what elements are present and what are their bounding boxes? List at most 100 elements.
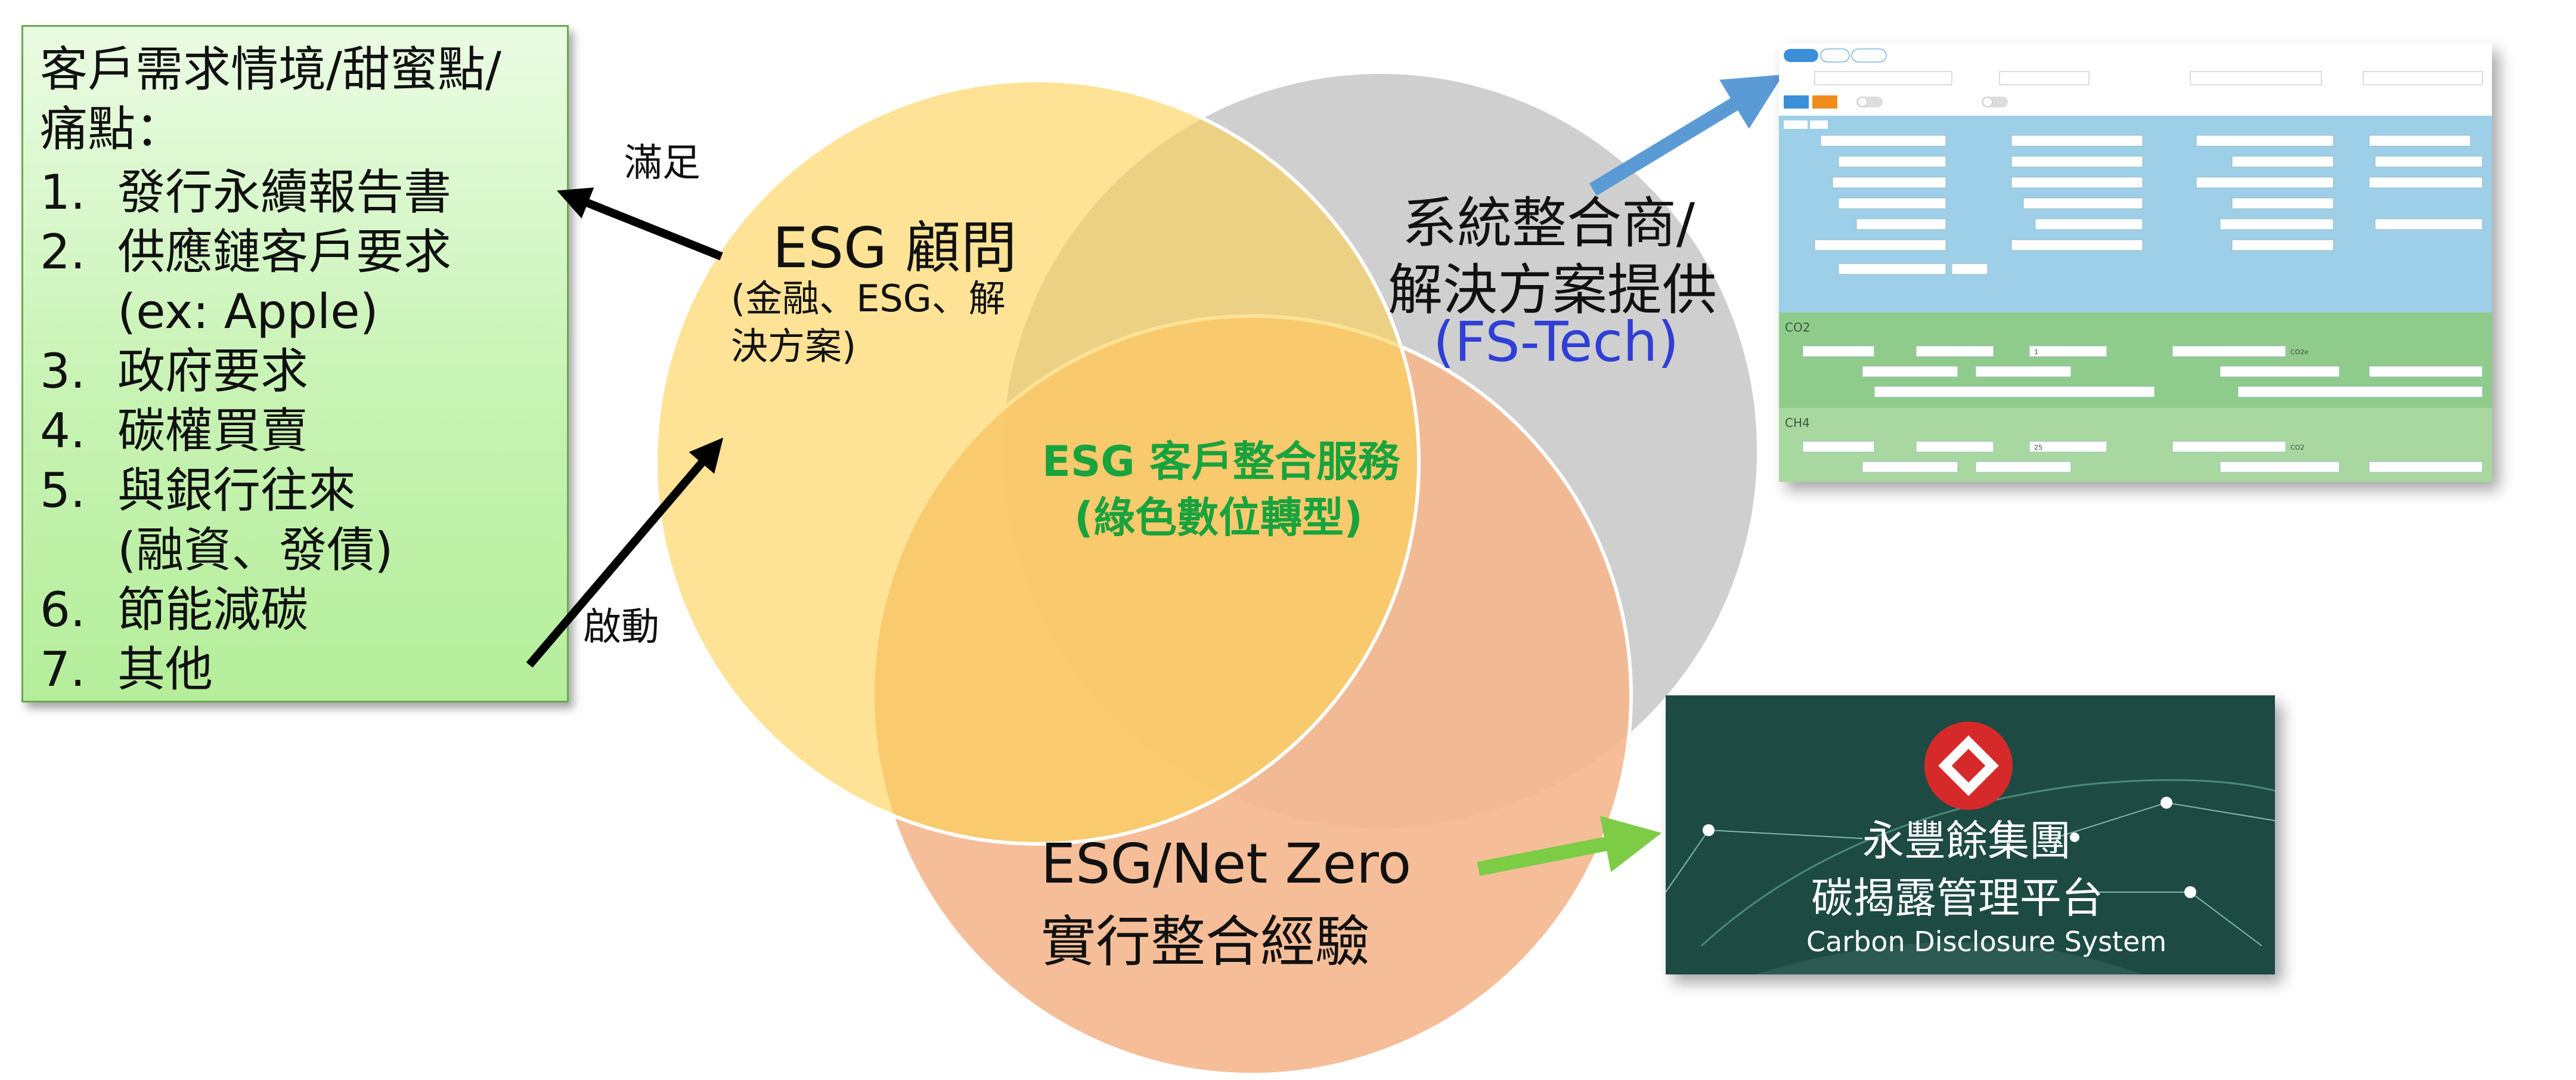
fs-select[interactable]	[1814, 71, 1952, 85]
fs-select[interactable]	[2190, 71, 2322, 85]
need-num: 4.	[40, 403, 86, 459]
fs-input[interactable]	[2231, 197, 2334, 209]
fs-form-mockup: CO2 CO2e 1 CH4 CO2 25	[1779, 48, 2492, 482]
fs-blue-section	[1779, 116, 2492, 312]
fs-input[interactable]	[1838, 156, 1946, 168]
fs-chip	[1784, 120, 1808, 129]
globe-arc	[1755, 942, 2143, 974]
fs-tech-screenshot: CO2 CO2e 1 CH4 CO2 25	[1779, 43, 2492, 482]
fs-tab-2[interactable]	[1820, 48, 1850, 63]
activate-label: 啟動	[583, 605, 659, 649]
fs-input[interactable]	[2374, 218, 2483, 230]
fs-input[interactable]	[2172, 441, 2286, 453]
fs-add-button[interactable]	[1784, 95, 1809, 109]
fs-input[interactable]	[1862, 366, 1958, 377]
need-num: 3.	[40, 344, 86, 399]
fs-input[interactable]	[2029, 345, 2107, 357]
need-text: 其他	[117, 642, 213, 697]
need-text: (ex: Apple)	[117, 284, 379, 339]
needs-title: 客戶需求情境/甜蜜點/ 痛點：	[40, 40, 550, 159]
sinopac-line2: 碳揭露管理平台	[1811, 874, 2103, 923]
fs-input[interactable]	[1802, 345, 1875, 357]
fs-input[interactable]	[2196, 177, 2334, 188]
fs-input[interactable]	[2219, 366, 2340, 377]
fs-input[interactable]	[1951, 263, 1988, 275]
need-item-4: 4. 碳權買賣	[40, 401, 550, 461]
fs-input[interactable]	[2231, 156, 2334, 168]
need-num: 2.	[40, 224, 86, 280]
fs-toggle-knob	[1982, 97, 1993, 107]
fs-input[interactable]	[2011, 177, 2143, 188]
fs-input[interactable]	[2219, 218, 2334, 230]
need-item-2: 2.供應鏈客戶要求	[40, 222, 550, 282]
need-num: 5.	[40, 463, 86, 518]
need-item-5: 5. 與銀行往來	[40, 461, 550, 521]
network-node	[2070, 833, 2079, 842]
fs-tab-3[interactable]	[1851, 48, 1887, 63]
need-item-1: 1.發行永續報告書	[40, 163, 550, 222]
fs-tab-1[interactable]	[1784, 49, 1818, 62]
integrator-line2: 解決方案提供	[1388, 258, 1718, 322]
fs-input[interactable]	[2219, 461, 2340, 473]
fs-input[interactable]	[2196, 135, 2334, 147]
fs-input[interactable]	[2231, 239, 2334, 251]
fs-input[interactable]	[1814, 239, 1946, 251]
needs-title-line1: 客戶需求情境/甜蜜點/	[40, 42, 501, 97]
need-item-5-sub: (融資、發債)	[40, 521, 550, 580]
fs-input[interactable]	[1874, 386, 2155, 398]
fs-input[interactable]	[2172, 345, 2286, 357]
fs-unit-co2e: CO2e	[2290, 348, 2308, 356]
center-line1: ESG 客戶整合服務	[1042, 437, 1400, 486]
fs-toggle-knob	[1857, 97, 1868, 107]
fs-input[interactable]	[2369, 461, 2483, 473]
fs-input[interactable]	[2011, 239, 2143, 251]
need-text: 碳權買賣	[117, 403, 308, 459]
consultant-title: ESG 顧問	[773, 216, 1017, 281]
fs-input[interactable]	[2035, 218, 2143, 230]
fs-ch4-title: CH4	[1785, 416, 1810, 430]
netzero-line2: 實行整合經驗	[1041, 910, 1371, 974]
fs-co2-title: CO2	[1785, 320, 1810, 335]
fs-input[interactable]	[2374, 156, 2483, 168]
integrator-line1: 系統整合商/	[1402, 191, 1695, 255]
fs-tech-label: (FS-Tech)	[1433, 310, 1679, 374]
need-item-2-sub: (ex: Apple)	[40, 282, 550, 342]
fs-input[interactable]	[2023, 197, 2143, 209]
fs-input[interactable]	[2011, 135, 2143, 147]
needs-box: 客戶需求情境/甜蜜點/ 痛點： 1.發行永續報告書 2.供應鏈客戶要求 (ex:…	[21, 25, 569, 703]
fs-input[interactable]	[1832, 177, 1946, 188]
fs-input[interactable]	[1820, 135, 1946, 147]
satisfy-arrow	[557, 187, 723, 261]
fs-input[interactable]	[1915, 345, 1994, 357]
center-line2: (綠色數位轉型)	[1074, 493, 1363, 542]
fs-input[interactable]	[2237, 386, 2483, 398]
satisfy-label: 滿足	[624, 141, 700, 185]
fs-input[interactable]	[1915, 441, 1994, 453]
need-text: 節能減碳	[117, 582, 308, 638]
fs-input[interactable]	[2369, 366, 2483, 377]
fs-input[interactable]	[2011, 156, 2143, 168]
fs-input[interactable]	[1856, 218, 1946, 230]
netzero-arrow	[1477, 816, 1662, 876]
fs-input[interactable]	[1838, 263, 1946, 275]
fs-input[interactable]	[2029, 441, 2107, 453]
activate-arrow	[526, 437, 724, 668]
fs-gwp-ch4: 25	[2034, 444, 2042, 451]
fs-import-button[interactable]	[1812, 95, 1837, 109]
sinopac-line3: Carbon Disclosure System	[1806, 926, 2167, 958]
sinopac-screenshot: 永豐餘集團 碳揭露管理平台 Carbon Disclosure System	[1666, 695, 2275, 974]
fs-input[interactable]	[1862, 461, 1958, 473]
need-item-6: 6.節能減碳	[40, 580, 550, 640]
fs-input[interactable]	[1802, 441, 1875, 453]
fs-input[interactable]	[1975, 366, 2072, 377]
fs-input[interactable]	[1975, 461, 2072, 473]
fs-select[interactable]	[2363, 71, 2483, 85]
fs-input[interactable]	[2369, 135, 2471, 147]
fs-input[interactable]	[2369, 177, 2483, 188]
fs-select[interactable]	[1999, 71, 2090, 85]
network-node	[2184, 886, 2196, 898]
fs-input[interactable]	[1838, 197, 1946, 209]
need-text: 與銀行往來	[117, 463, 356, 518]
consultant-circle	[654, 79, 1421, 846]
need-num: 1.	[40, 165, 86, 220]
